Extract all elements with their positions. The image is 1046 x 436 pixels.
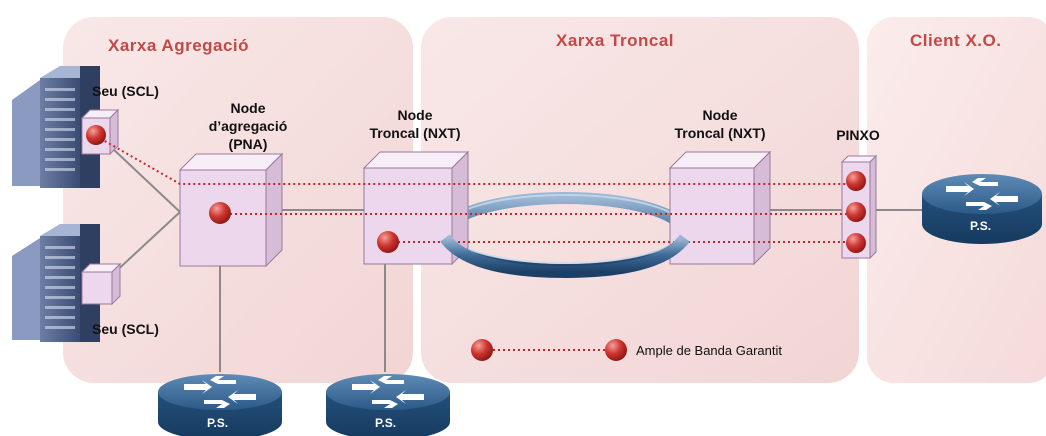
site-cube-bottom — [80, 262, 122, 306]
aggregation-node-label-3: (PNA) — [229, 136, 268, 152]
aggregation-node-label-1: Node — [231, 100, 266, 116]
router-label-right: P.S. — [970, 219, 991, 233]
router-label-bottom-left: P.S. — [207, 416, 228, 430]
zone-aggregation-title: Xarxa Agregació — [108, 36, 249, 55]
backbone-node-right-label-1: Node — [703, 107, 738, 123]
links — [111, 147, 924, 372]
aggregation-node-cube — [178, 152, 284, 268]
router-icon-bottom-left — [158, 374, 282, 436]
aggregation-node-label-2: d’agregació — [209, 118, 288, 134]
router-label-bottom-middle: P.S. — [375, 416, 396, 430]
guaranteed-bandwidth-paths — [95, 135, 856, 243]
bandwidth-endpoints — [86, 125, 866, 253]
site-bottom-label: Seu (SCL) — [92, 321, 159, 337]
backbone-node-left-label-2: Troncal (NXT) — [369, 125, 460, 141]
legend-label: Ample de Banda Garantit — [636, 343, 782, 358]
router-icon-right — [922, 174, 1042, 244]
router-icon-bottom-middle — [326, 374, 450, 436]
building-icon-bottom — [12, 224, 100, 342]
backbone-ring-front — [440, 234, 690, 279]
legend-dot-left — [471, 339, 493, 361]
backbone-node-right-label-2: Troncal (NXT) — [674, 125, 765, 141]
backbone-node-left-label-1: Node — [398, 107, 433, 123]
zone-client-title: Client X.O. — [910, 31, 1001, 50]
legend: Ample de Banda Garantit — [471, 339, 782, 361]
legend-dot-right — [605, 339, 627, 361]
zone-backbone-title: Xarxa Troncal — [556, 31, 674, 50]
pinxo-label: PINXO — [836, 127, 880, 143]
site-top-label: Seu (SCL) — [92, 83, 159, 99]
